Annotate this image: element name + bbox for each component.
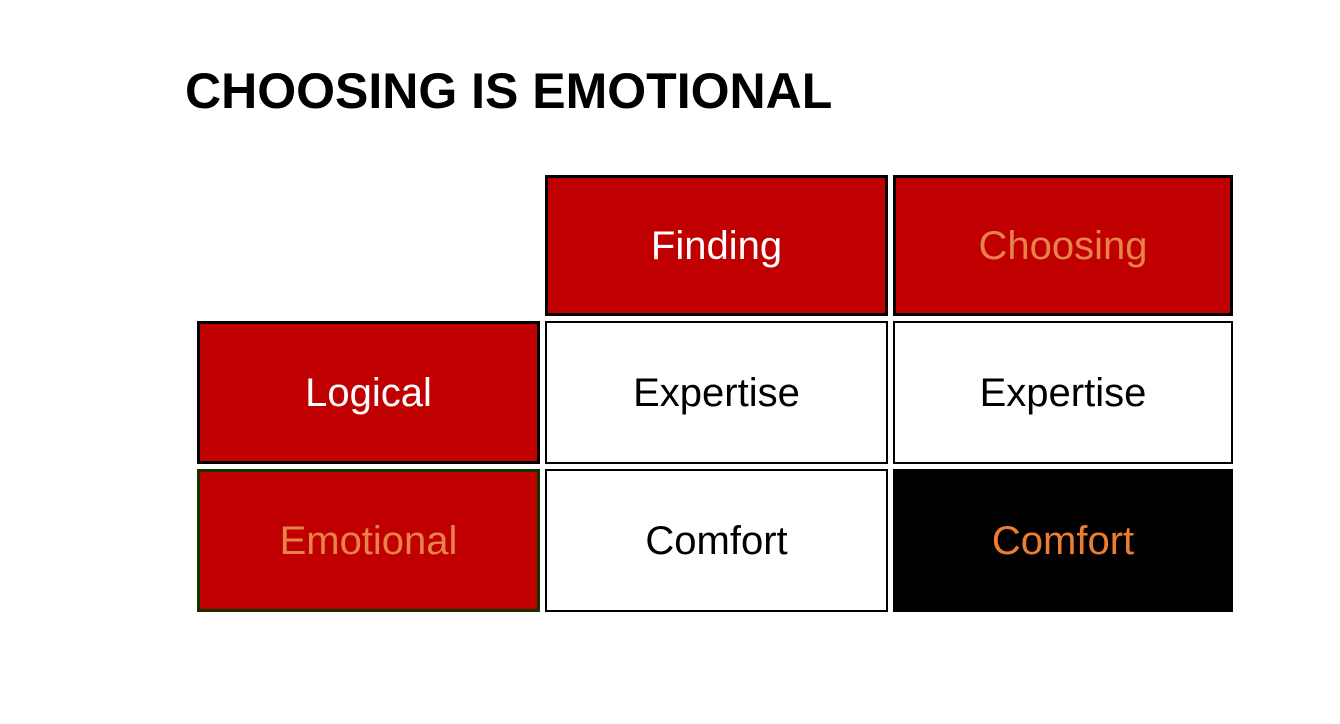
row-header-logical-label: Logical — [305, 370, 432, 415]
column-header-choosing: Choosing — [893, 175, 1233, 316]
row-header-emotional-label: Emotional — [279, 518, 458, 563]
column-header-choosing-label: Choosing — [978, 223, 1148, 268]
cell-logical-finding: Expertise — [545, 321, 888, 464]
cell-emotional-choosing-label: Comfort — [991, 518, 1135, 563]
decision-matrix: Finding Choosing Logical Expertise Exper… — [197, 175, 1233, 612]
slide-title: CHOOSING IS EMOTIONAL — [185, 63, 833, 119]
cell-emotional-finding: Comfort — [545, 469, 888, 612]
column-header-finding-label: Finding — [650, 223, 783, 268]
column-header-finding: Finding — [545, 175, 888, 316]
row-header-logical: Logical — [197, 321, 540, 464]
cell-logical-choosing: Expertise — [893, 321, 1233, 464]
cell-logical-choosing-label: Expertise — [979, 370, 1147, 415]
matrix-corner-spacer — [197, 175, 540, 316]
cell-emotional-choosing: Comfort — [893, 469, 1233, 612]
row-header-emotional: Emotional — [197, 469, 540, 612]
cell-logical-finding-label: Expertise — [633, 370, 800, 415]
cell-emotional-finding-label: Comfort — [645, 518, 788, 563]
